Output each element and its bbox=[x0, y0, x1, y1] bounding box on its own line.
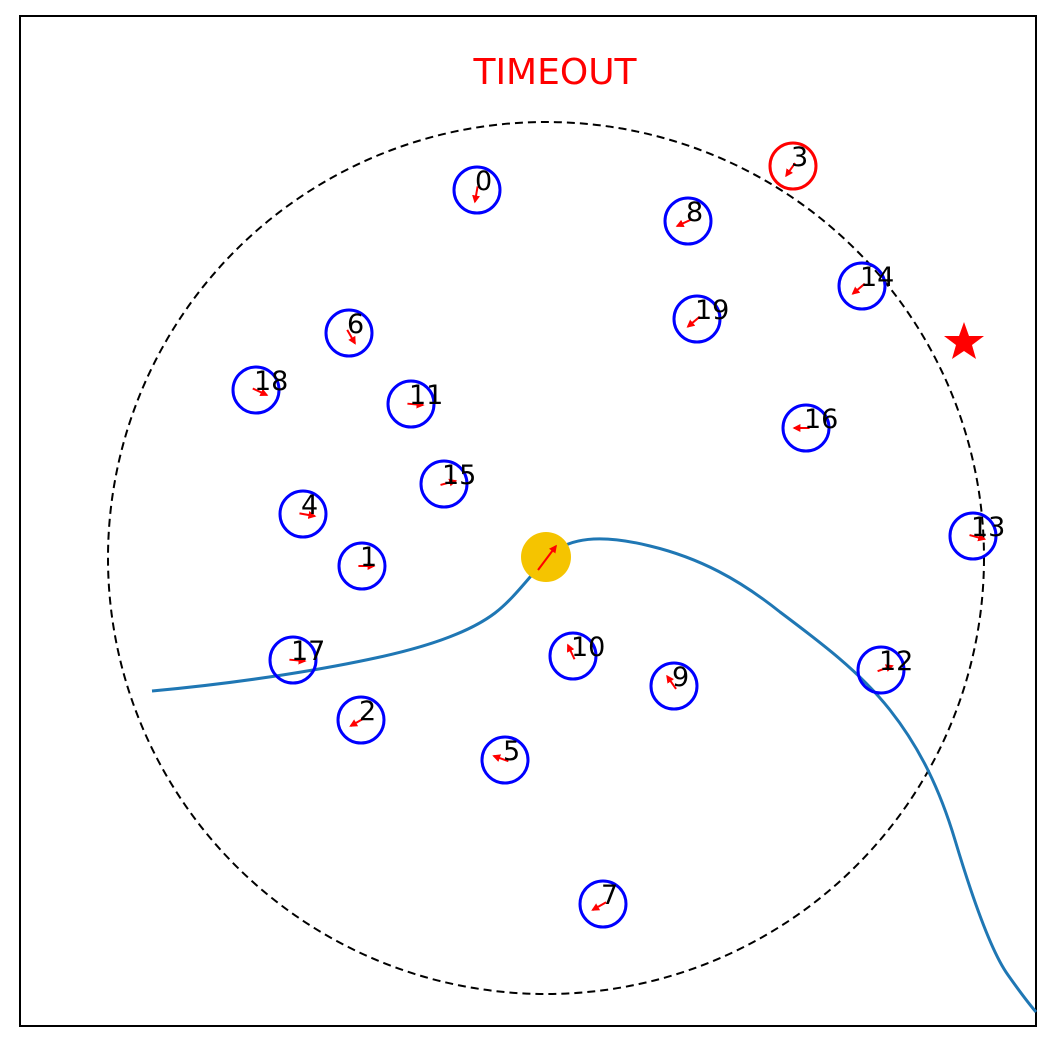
agent-label: 2 bbox=[359, 696, 376, 727]
agent-14: 14 bbox=[837, 261, 894, 311]
agent-velocity-arrow bbox=[252, 387, 269, 396]
agent-circle bbox=[386, 379, 436, 429]
agent-circle bbox=[268, 635, 318, 685]
agent-circle bbox=[337, 541, 387, 591]
agent-2: 2 bbox=[336, 695, 386, 745]
agent-circle bbox=[452, 165, 502, 215]
status-title: TIMEOUT bbox=[472, 52, 637, 93]
agent-label: 18 bbox=[254, 366, 288, 397]
agent-label: 4 bbox=[301, 490, 318, 521]
agent-circle bbox=[480, 735, 530, 785]
agent-velocity-arrow bbox=[851, 282, 866, 295]
agent-17: 17 bbox=[268, 635, 325, 685]
agent-velocity-arrow bbox=[969, 533, 987, 542]
agent-circle bbox=[278, 489, 328, 539]
agent-label: 5 bbox=[503, 736, 520, 767]
agent-circle bbox=[336, 695, 386, 745]
agent-label: 1 bbox=[360, 542, 377, 573]
agent-label: 3 bbox=[791, 142, 808, 173]
agent-3: 3 bbox=[768, 141, 818, 191]
agent-5: 5 bbox=[480, 735, 530, 785]
agent-circle bbox=[649, 661, 699, 711]
agent-circle bbox=[672, 294, 722, 344]
agent-circle bbox=[548, 631, 598, 681]
agent-velocity-arrow bbox=[299, 511, 317, 519]
agent-circle bbox=[231, 365, 281, 415]
agent-15: 15 bbox=[419, 459, 476, 509]
agent-velocity-arrow bbox=[877, 664, 894, 673]
agent-11: 11 bbox=[386, 379, 443, 429]
agent-1: 1 bbox=[337, 541, 387, 591]
agent-circle bbox=[781, 403, 831, 453]
agent-velocity-arrow bbox=[591, 901, 607, 911]
agent-velocity-arrow bbox=[289, 656, 307, 665]
agent-velocity-arrow bbox=[675, 218, 692, 227]
agent-label: 11 bbox=[409, 380, 443, 411]
agent-4: 4 bbox=[278, 489, 328, 539]
agent-velocity-arrow bbox=[666, 674, 677, 690]
agent-circle bbox=[324, 308, 374, 358]
agent-18: 18 bbox=[231, 365, 288, 415]
robot-heading-arrow bbox=[537, 544, 557, 571]
robot-trajectory bbox=[151, 537, 1038, 1013]
agent-velocity-arrow bbox=[472, 186, 480, 204]
agent-label: 12 bbox=[879, 646, 913, 677]
agent-0: 0 bbox=[452, 165, 502, 215]
boundary-circle bbox=[107, 121, 985, 995]
agent-7: 7 bbox=[578, 879, 628, 929]
plot-frame bbox=[19, 15, 1037, 1027]
agent-velocity-arrow bbox=[567, 643, 576, 660]
agent-label: 6 bbox=[347, 309, 364, 340]
agent-label: 8 bbox=[686, 197, 703, 228]
agent-label: 17 bbox=[291, 636, 325, 667]
agent-label: 13 bbox=[971, 512, 1005, 543]
agent-velocity-arrow bbox=[346, 329, 356, 345]
star-icon bbox=[944, 322, 984, 359]
agent-label: 14 bbox=[860, 262, 894, 293]
agent-velocity-arrow bbox=[440, 478, 458, 487]
agent-label: 16 bbox=[804, 404, 838, 435]
agent-circle bbox=[578, 879, 628, 929]
agent-10: 10 bbox=[548, 631, 605, 681]
agent-6: 6 bbox=[324, 308, 374, 358]
agent-circle bbox=[419, 459, 469, 509]
agent-label: 10 bbox=[571, 632, 605, 663]
agent-velocity-arrow bbox=[785, 162, 796, 178]
agent-label: 9 bbox=[672, 662, 689, 693]
agent-circle bbox=[948, 511, 998, 561]
agent-circle bbox=[856, 645, 906, 695]
agent-19: 19 bbox=[672, 294, 729, 344]
agent-9: 9 bbox=[649, 661, 699, 711]
agent-velocity-arrow bbox=[407, 400, 425, 409]
agent-label: 0 bbox=[475, 166, 492, 197]
agent-velocity-arrow bbox=[686, 315, 701, 328]
agent-label: 15 bbox=[442, 460, 476, 491]
agent-circle bbox=[768, 141, 818, 191]
agent-13: 13 bbox=[948, 511, 1005, 561]
agent-label: 7 bbox=[601, 880, 618, 911]
agent-circle bbox=[837, 261, 887, 311]
agent-12: 12 bbox=[856, 645, 913, 695]
agent-label: 19 bbox=[695, 295, 729, 326]
agent-velocity-arrow bbox=[349, 717, 365, 727]
agent-circle bbox=[663, 196, 713, 246]
agent-velocity-arrow bbox=[492, 754, 509, 763]
agent-8: 8 bbox=[663, 196, 713, 246]
agent-16: 16 bbox=[781, 403, 838, 453]
robot-disc bbox=[521, 532, 571, 582]
